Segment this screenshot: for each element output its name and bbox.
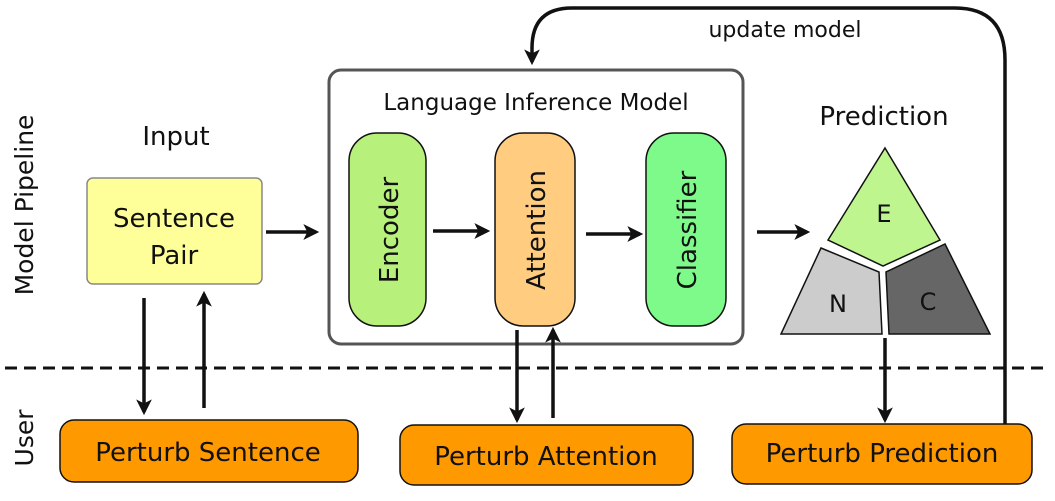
model-pipeline-label: Model Pipeline — [10, 115, 39, 296]
perturb-attention-button[interactable] — [399, 424, 694, 486]
input-title: Input — [142, 122, 209, 152]
prediction-c-segment[interactable] — [885, 243, 992, 335]
classifier-label: Classifier — [673, 170, 703, 289]
prediction-e-label: E — [876, 200, 891, 228]
perturb-attention-label: Perturb Attention — [434, 442, 658, 472]
sentence-pair-label-line1: Sentence — [113, 204, 235, 234]
prediction-title: Prediction — [819, 102, 948, 132]
update-model-label: update model — [708, 18, 861, 43]
classifier-block[interactable] — [645, 132, 727, 327]
sentence-pair-label-line2: Pair — [150, 241, 199, 271]
language-inference-model-title: Language Inference Model — [383, 90, 688, 116]
sentence-pair-box[interactable] — [86, 177, 263, 285]
attention-block[interactable] — [494, 132, 576, 327]
user-label: User — [10, 409, 39, 467]
language-inference-model-box — [327, 68, 745, 346]
perturb-prediction-button[interactable] — [731, 423, 1033, 485]
prediction-c-label: C — [920, 288, 937, 316]
prediction-n-label: N — [829, 290, 847, 318]
encoder-label: Encoder — [375, 177, 405, 284]
perturb-sentence-button[interactable] — [59, 419, 359, 483]
prediction-e-segment[interactable] — [826, 146, 942, 267]
encoder-block[interactable] — [348, 132, 427, 327]
prediction-n-segment[interactable] — [779, 247, 883, 335]
attention-label: Attention — [522, 170, 552, 290]
perturb-prediction-label: Perturb Prediction — [766, 439, 999, 469]
perturb-sentence-label: Perturb Sentence — [95, 438, 321, 468]
update-model-arrow — [524, 6, 1007, 430]
